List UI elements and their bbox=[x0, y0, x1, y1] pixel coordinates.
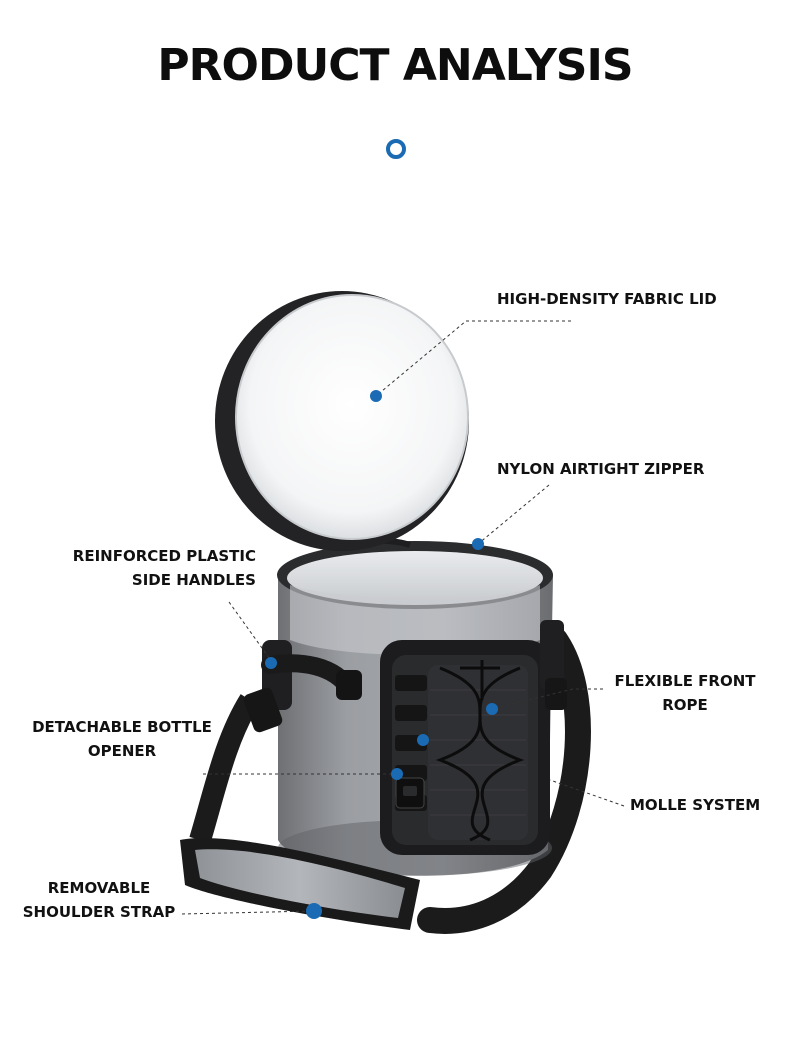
callout-zipper-label: NYLON AIRTIGHT ZIPPER bbox=[497, 460, 705, 478]
cooler-inner bbox=[287, 551, 543, 605]
leader-line-handles bbox=[228, 601, 273, 663]
callout-strap-label: REMOVABLE SHOULDER STRAP bbox=[14, 876, 184, 924]
strap-buckle-right bbox=[545, 678, 567, 710]
callout-rope-line-1: FLEXIBLE FRONT bbox=[614, 672, 756, 690]
leader-line-molle bbox=[549, 779, 625, 807]
callout-dot-zipper bbox=[472, 538, 484, 550]
callout-dot-rope bbox=[486, 703, 498, 715]
mesh-pocket bbox=[428, 665, 528, 840]
callout-dot-lid bbox=[370, 390, 382, 402]
shoulder-strap-back bbox=[189, 694, 260, 844]
callout-handles-label: REINFORCED PLASTIC SIDE HANDLES bbox=[40, 544, 256, 592]
callout-rope-label: FLEXIBLE FRONT ROPE bbox=[605, 669, 765, 717]
molle-loop bbox=[395, 765, 427, 781]
callout-molle-label: MOLLE SYSTEM bbox=[630, 796, 761, 814]
callout-strap-line-1: REMOVABLE bbox=[47, 879, 151, 897]
callout-strap-line-2: SHOULDER STRAP bbox=[22, 903, 176, 921]
callout-dot-strap bbox=[306, 903, 322, 919]
callout-dot-molle bbox=[417, 734, 429, 746]
molle-loop bbox=[395, 675, 427, 691]
leader-line-lid bbox=[375, 320, 571, 397]
leader-line-strap bbox=[181, 910, 315, 915]
leader-line-zipper bbox=[477, 484, 550, 545]
callout-lid-label: HIGH-DENSITY FABRIC LID bbox=[497, 290, 717, 308]
callout-handles-line-2: SIDE HANDLES bbox=[131, 571, 256, 589]
callout-rope-line-2: ROPE bbox=[662, 696, 708, 714]
lid-face bbox=[236, 295, 468, 539]
callout-dot-handles bbox=[265, 657, 277, 669]
side-handle-right bbox=[540, 620, 564, 690]
callout-dot-opener bbox=[391, 768, 403, 780]
callout-opener-line-2: OPENER bbox=[87, 742, 157, 760]
ring-decoration-icon bbox=[386, 139, 406, 159]
page-title: PRODUCT ANALYSIS bbox=[157, 40, 633, 91]
leader-line-rope bbox=[491, 688, 603, 710]
strap-buckle-left bbox=[243, 687, 283, 733]
callout-opener-line-1: DETACHABLE BOTTLE bbox=[32, 718, 212, 736]
callout-handles-line-1: REINFORCED PLASTIC bbox=[72, 547, 256, 565]
shoulder-strap-right bbox=[417, 627, 591, 934]
molle-loop bbox=[395, 705, 427, 721]
callout-opener-label: DETACHABLE BOTTLE OPENER bbox=[20, 715, 224, 763]
